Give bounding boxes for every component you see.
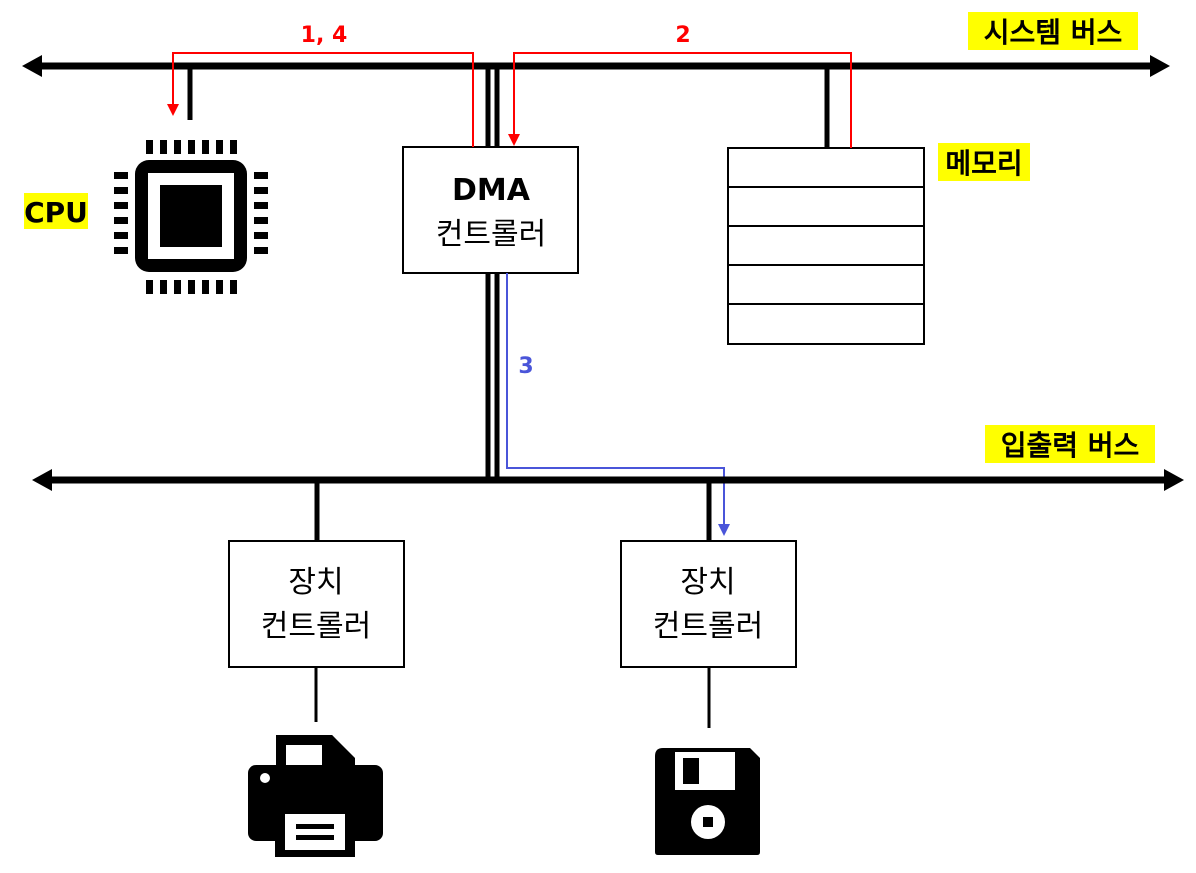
step-label-1-4: 1, 4 bbox=[301, 23, 348, 48]
flow-dma-to-device: 3 bbox=[506, 273, 730, 536]
device-controller-1: 장치 컨트롤러 bbox=[228, 540, 405, 668]
step-label-3: 3 bbox=[518, 354, 533, 379]
system-bus bbox=[22, 55, 1170, 77]
device-controller-2-title: 장치 bbox=[680, 565, 735, 600]
svg-text:메모리: 메모리 bbox=[945, 147, 1022, 180]
dma-controller: DMA 컨트롤러 bbox=[402, 146, 579, 274]
flow-dma-to-cpu: 1, 4 bbox=[167, 23, 474, 147]
dma-controller-subtitle: 컨트롤러 bbox=[436, 217, 546, 252]
io-bus-label: 입출력 버스 bbox=[985, 425, 1155, 463]
io-bus-left-arrowhead bbox=[32, 469, 52, 491]
system-bus-left-arrowhead bbox=[22, 55, 42, 77]
system-bus-label: 시스템 버스 bbox=[968, 12, 1138, 50]
cpu-label: CPU bbox=[24, 193, 88, 229]
dma-io-bus-connector bbox=[485, 272, 500, 478]
io-bus bbox=[32, 469, 1184, 491]
device-controller-2-subtitle: 컨트롤러 bbox=[653, 609, 763, 644]
printer-icon bbox=[248, 735, 383, 857]
system-bus-right-arrowhead bbox=[1150, 55, 1170, 77]
io-bus-right-arrowhead bbox=[1164, 469, 1184, 491]
svg-text:입출력 버스: 입출력 버스 bbox=[1001, 429, 1140, 462]
svg-text:CPU: CPU bbox=[24, 196, 88, 229]
step-label-2: 2 bbox=[675, 23, 690, 48]
dma-system-bus-connector bbox=[485, 66, 500, 148]
memory-label: 메모리 bbox=[938, 143, 1030, 181]
dma-controller-title: DMA bbox=[452, 173, 531, 208]
flow-memory-to-dma: 2 bbox=[508, 23, 852, 148]
floppy-disk-icon bbox=[655, 748, 760, 855]
memory-block bbox=[727, 147, 925, 345]
device-controller-1-subtitle: 컨트롤러 bbox=[261, 609, 371, 644]
device-controller-2: 장치 컨트롤러 bbox=[620, 540, 797, 668]
device-controller-1-title: 장치 bbox=[288, 565, 343, 600]
svg-text:시스템 버스: 시스템 버스 bbox=[984, 16, 1123, 49]
cpu-chip-icon bbox=[114, 140, 268, 294]
